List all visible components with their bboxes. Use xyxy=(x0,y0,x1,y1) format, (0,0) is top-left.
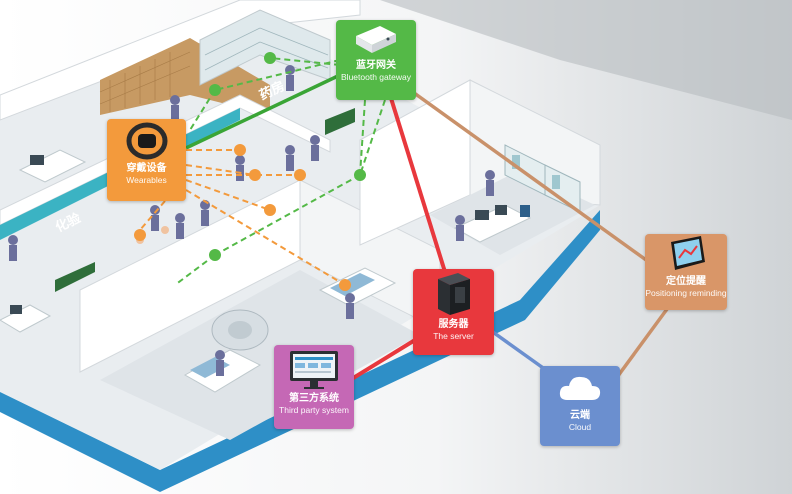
link-cloud-positioning xyxy=(613,303,672,382)
link-gateway-positioning xyxy=(408,88,662,272)
third-party-label-cn: 第三方系统 xyxy=(289,393,339,404)
wearables-label-en: Wearables xyxy=(126,175,167,185)
monitor-icon xyxy=(290,351,338,389)
positioning-label-en: Positioning reminding xyxy=(645,288,727,298)
counter-top xyxy=(0,94,331,226)
third-party-system-node: 第三方系统 Third party system xyxy=(274,345,354,429)
link-gateway-wearables xyxy=(185,73,341,150)
wearable-signal-nodes xyxy=(134,144,351,291)
bluetooth-gateway-node: 蓝牙网关 Bluetooth gateway xyxy=(336,20,416,100)
gateway-signal-nodes xyxy=(209,52,366,261)
cloud-label-cn: 云端 xyxy=(570,410,590,421)
smartphone-map-icon xyxy=(671,236,705,270)
link-server-thirdparty xyxy=(348,338,417,382)
link-gateway-server xyxy=(388,94,447,273)
office-monitor-2 xyxy=(495,205,507,215)
cloud-node: 云端 Cloud xyxy=(540,366,620,446)
gateway-signal-lines xyxy=(174,57,386,286)
people xyxy=(8,65,495,376)
router-icon xyxy=(356,26,396,53)
cloud-label-en: Cloud xyxy=(568,422,592,432)
positioning-label-cn: 定位提醒 xyxy=(666,276,706,287)
wearable-signal-lines xyxy=(139,149,346,286)
ward-floor xyxy=(100,270,420,440)
third-party-label-en: Third party system xyxy=(279,405,349,415)
server-label-cn: 服务器 xyxy=(438,319,469,330)
server-tower-icon xyxy=(437,273,470,315)
office-wall xyxy=(469,79,601,206)
scanner-machine xyxy=(211,309,269,351)
wearables-label-cn: 穿戴设备 xyxy=(126,163,167,174)
lab-desks xyxy=(0,149,87,333)
wristband-icon xyxy=(126,122,167,160)
gateway-label-cn: 蓝牙网关 xyxy=(356,60,396,71)
positioning-node: 定位提醒 Positioning reminding xyxy=(645,234,727,310)
office-cabinets xyxy=(504,144,581,213)
office-monitor xyxy=(475,210,489,220)
planter-2 xyxy=(325,108,355,135)
office-chair xyxy=(520,205,530,217)
wearables-node: 穿戴设备 Wearables xyxy=(107,119,186,201)
server-label-en: The server xyxy=(433,331,474,341)
pharmacy-drawers xyxy=(100,38,270,115)
server-node: 服务器 The server xyxy=(413,269,494,355)
gateway-label-en: Bluetooth gateway xyxy=(341,72,411,82)
planter xyxy=(55,262,95,292)
drawer-grid xyxy=(99,51,191,112)
cloud-icon xyxy=(559,376,601,400)
background-shadow xyxy=(380,0,792,120)
